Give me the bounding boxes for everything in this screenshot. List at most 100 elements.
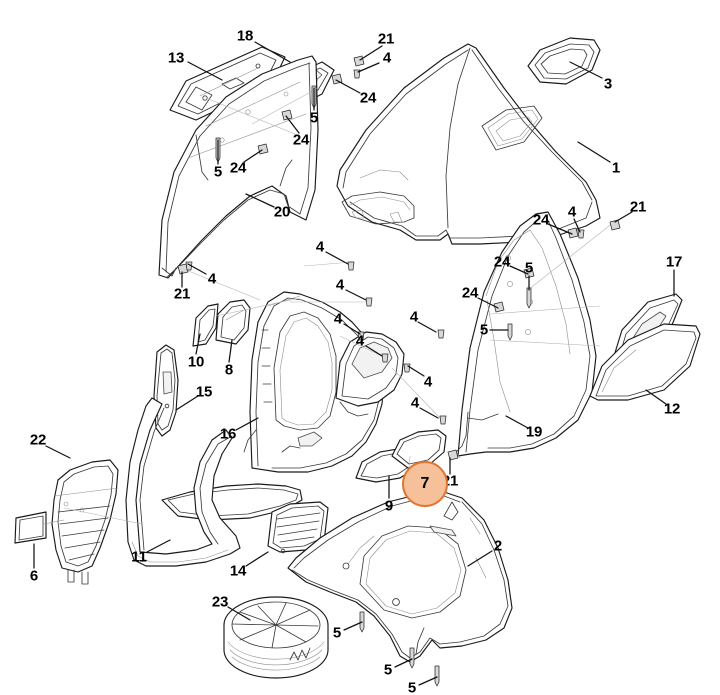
callout-number-24[interactable]: 24 xyxy=(359,89,377,107)
callout-number-21[interactable]: 21 xyxy=(173,285,191,303)
part-22-rear-grille-housing xyxy=(51,459,119,585)
part-20-left-side-cowl xyxy=(158,55,319,279)
callout-number-13[interactable]: 13 xyxy=(167,49,185,67)
leader-line-4 xyxy=(345,289,367,301)
callout-number-4[interactable]: 4 xyxy=(315,238,325,256)
leader-line-4 xyxy=(325,251,349,265)
callout-number-5[interactable]: 5 xyxy=(524,259,534,277)
leader-line-22 xyxy=(45,445,71,459)
part-19-side-cover-panel xyxy=(455,211,597,457)
leader-line-24 xyxy=(509,265,529,275)
leader-line-4 xyxy=(357,62,380,73)
callout-number-14[interactable]: 14 xyxy=(229,562,247,580)
callout-number-4[interactable]: 4 xyxy=(355,332,365,350)
callout-number-4[interactable]: 4 xyxy=(335,276,345,294)
leader-line-11 xyxy=(146,539,171,553)
leader-line-16 xyxy=(235,417,259,431)
callout-number-6[interactable]: 6 xyxy=(29,567,39,585)
callout-leader-lines xyxy=(33,41,675,686)
callout-number-24[interactable]: 24 xyxy=(292,131,310,149)
part-6-rear-panel-plate xyxy=(14,511,65,544)
callout-number-19[interactable]: 19 xyxy=(525,423,543,441)
callout-number-5[interactable]: 5 xyxy=(213,163,223,181)
callout-number-5[interactable]: 5 xyxy=(309,109,319,127)
callout-number-10[interactable]: 10 xyxy=(187,353,205,371)
callout-number-11[interactable]: 11 xyxy=(131,548,147,566)
leader-line-2 xyxy=(467,550,493,567)
part-14-louvered-vent-panel xyxy=(267,501,329,554)
leader-line-4 xyxy=(573,218,581,233)
leader-line-3 xyxy=(569,61,603,79)
callout-number-4[interactable]: 4 xyxy=(567,203,577,221)
part-2-lower-rear-cover xyxy=(287,491,513,663)
leader-line-24 xyxy=(285,115,300,134)
callout-number-24[interactable]: 24 xyxy=(229,159,247,177)
leader-line-12 xyxy=(645,389,667,405)
part-13-hinge-bracket-left xyxy=(169,46,286,121)
part-11-front-fender-panel xyxy=(125,397,241,567)
callout-number-5[interactable]: 5 xyxy=(383,661,393,679)
leader-line-5 xyxy=(394,658,413,668)
leader-line-21 xyxy=(359,45,383,61)
part-1-engine-hood xyxy=(336,43,601,245)
leader-line-15 xyxy=(175,395,199,411)
callout-number-9[interactable]: 9 xyxy=(384,497,394,515)
leader-line-13 xyxy=(187,61,223,81)
leader-line-24 xyxy=(477,297,499,309)
callout-number-21[interactable]: 21 xyxy=(377,30,395,48)
callout-number-16[interactable]: 16 xyxy=(219,425,237,443)
callout-number-5[interactable]: 5 xyxy=(479,321,489,339)
callout-number-4[interactable]: 4 xyxy=(409,308,419,326)
callout-number-4[interactable]: 4 xyxy=(333,310,343,328)
callout-number-24[interactable]: 24 xyxy=(532,211,550,229)
leader-line-20 xyxy=(245,193,275,208)
callout-number-17[interactable]: 17 xyxy=(665,253,683,271)
callout-number-20[interactable]: 20 xyxy=(273,203,291,221)
callout-number-12[interactable]: 12 xyxy=(663,400,681,418)
part-23-fan-impeller xyxy=(223,596,329,679)
callout-number-21[interactable]: 21 xyxy=(629,198,647,216)
callout-number-18[interactable]: 18 xyxy=(236,27,254,45)
callout-number-22[interactable]: 22 xyxy=(29,431,47,449)
part-3-hood-vent-trim xyxy=(527,37,601,85)
leader-line-14 xyxy=(245,551,269,567)
callout-number-5[interactable]: 5 xyxy=(407,679,417,695)
callout-number-2[interactable]: 2 xyxy=(493,537,503,555)
part-15-narrow-trim-strip xyxy=(153,344,179,437)
callout-number-8[interactable]: 8 xyxy=(224,361,234,379)
callout-number-1[interactable]: 1 xyxy=(611,159,621,177)
part-10-wedge-insert-left xyxy=(192,303,219,347)
leader-line-21 xyxy=(614,211,633,223)
callout-number-4[interactable]: 4 xyxy=(382,49,392,67)
callout-number-24[interactable]: 24 xyxy=(493,253,511,271)
highlighted-part-badge[interactable]: 7 xyxy=(402,461,448,507)
callout-number-5[interactable]: 5 xyxy=(332,624,342,642)
callout-number-4[interactable]: 4 xyxy=(207,270,217,288)
highlighted-part-number: 7 xyxy=(420,475,430,492)
callout-number-4[interactable]: 4 xyxy=(410,394,420,412)
leader-line-4 xyxy=(187,263,207,275)
callout-number-24[interactable]: 24 xyxy=(461,284,479,302)
leader-line-4 xyxy=(343,323,361,335)
callout-number-23[interactable]: 23 xyxy=(211,593,229,611)
fasteners xyxy=(177,55,621,687)
leader-line-23 xyxy=(227,606,251,621)
part-8-wedge-insert-right xyxy=(215,299,251,345)
leader-line-5 xyxy=(418,676,438,686)
callout-number-3[interactable]: 3 xyxy=(603,75,613,93)
leader-line-1 xyxy=(577,141,611,163)
leader-line-4 xyxy=(417,321,437,333)
leader-line-4 xyxy=(365,345,383,357)
callout-number-15[interactable]: 15 xyxy=(195,383,213,401)
leader-line-24 xyxy=(243,149,263,163)
leader-line-8 xyxy=(228,339,233,363)
leader-line-18 xyxy=(254,41,291,63)
leader-line-24 xyxy=(547,223,573,235)
leader-line-5 xyxy=(343,621,363,631)
callout-number-4[interactable]: 4 xyxy=(423,373,433,391)
leader-line-4 xyxy=(419,407,439,419)
leader-line-24 xyxy=(335,79,361,94)
leader-line-4 xyxy=(407,365,425,377)
